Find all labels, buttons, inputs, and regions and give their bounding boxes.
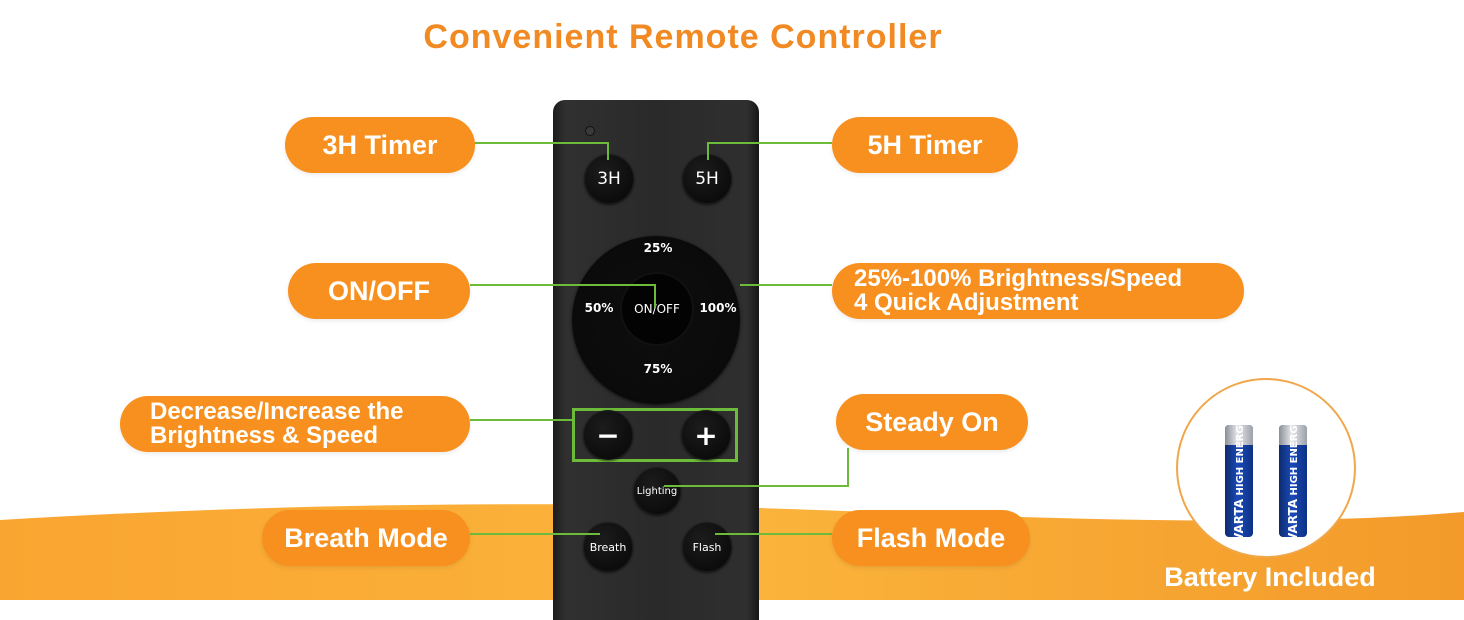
callout-flash-mode: Flash Mode — [832, 510, 1030, 566]
battery-right-brand-type: HIGH ENERGY — [1289, 425, 1300, 496]
battery-right-cap — [1279, 425, 1307, 445]
callout-steady-on: Steady On — [836, 394, 1028, 450]
callout-brightness: 25%-100% Brightness/Speed 4 Quick Adjust… — [832, 263, 1244, 319]
callout-on-off: ON/OFF — [288, 263, 470, 319]
battery-left-brand: VARTA HIGH ENERGY — [1232, 425, 1246, 537]
btn-3h[interactable]: 3H — [584, 154, 634, 204]
btn-3h-label: 3H — [597, 169, 621, 189]
battery-left-brand-type: HIGH ENERGY — [1235, 425, 1246, 496]
callout-breath-mode: Breath Mode — [262, 510, 470, 566]
callout-brightness-line1: 25%-100% Brightness/Speed — [854, 265, 1183, 292]
flash-button-label: Flash — [692, 540, 722, 554]
dial-top-label[interactable]: 25% — [643, 241, 673, 255]
breath-button[interactable]: Breath — [583, 522, 633, 572]
breath-button-label: Breath — [589, 540, 627, 554]
lighting-button-label: Lighting — [636, 485, 678, 497]
plus-button-label: + — [694, 418, 718, 452]
on-off-button[interactable]: ON/OFF — [622, 274, 692, 344]
battery-left-brand-name: VARTA — [1232, 498, 1246, 537]
battery-circle — [1176, 378, 1356, 558]
plus-button[interactable]: + — [681, 410, 731, 460]
callout-decrease-line1: Decrease/Increase the — [150, 398, 404, 425]
adjust-highlight-box — [572, 408, 738, 462]
dial-right-label[interactable]: 100% — [699, 301, 737, 315]
callout-decrease-line2: Brightness & Speed — [150, 422, 379, 449]
btn-5h-label: 5H — [695, 169, 719, 189]
callout-decrease-increase: Decrease/Increase the Brightness & Speed — [120, 396, 470, 452]
on-off-button-label: ON/OFF — [634, 302, 680, 316]
indicator-led — [585, 126, 595, 136]
callout-5h-timer-text: 5H Timer — [867, 129, 983, 160]
callout-steady-on-text: Steady On — [865, 406, 999, 437]
callout-brightness-line2: 4 Quick Adjustment — [854, 289, 1079, 316]
page-title: Convenient Remote Controller — [423, 18, 943, 56]
callout-breath-mode-text: Breath Mode — [284, 522, 448, 553]
battery-left-cap — [1225, 425, 1253, 445]
callout-3h-timer-text: 3H Timer — [322, 129, 438, 160]
minus-button-label: − — [596, 418, 620, 452]
battery-caption: Battery Included — [1164, 562, 1376, 592]
battery-right-brand-name: VARTA — [1286, 498, 1300, 537]
battery-left: VARTA HIGH ENERGY — [1225, 425, 1253, 537]
callout-on-off-text: ON/OFF — [328, 275, 430, 306]
battery-right: VARTA HIGH ENERGY — [1279, 425, 1307, 537]
minus-button[interactable]: − — [583, 410, 633, 460]
battery-right-brand: VARTA HIGH ENERGY — [1286, 425, 1300, 537]
dial-bottom-label[interactable]: 75% — [643, 362, 673, 376]
btn-5h[interactable]: 5H — [682, 154, 732, 204]
callout-3h-timer: 3H Timer — [285, 117, 475, 173]
flash-button[interactable]: Flash — [682, 522, 732, 572]
lighting-button[interactable]: Lighting — [633, 467, 681, 515]
callout-flash-mode-text: Flash Mode — [856, 522, 1006, 553]
dial-left-label[interactable]: 50% — [584, 301, 614, 315]
callout-5h-timer: 5H Timer — [832, 117, 1018, 173]
